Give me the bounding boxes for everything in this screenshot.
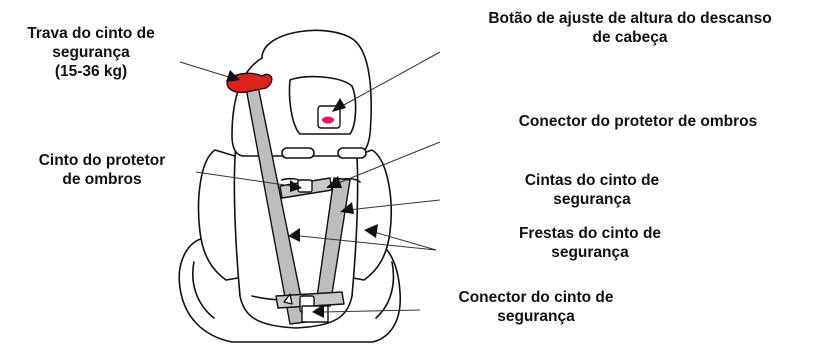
label-line: (15-36 kg) [54,63,128,80]
leader-frestas-2 [299,235,437,251]
arrow-conector-cinto [312,304,324,318]
leader-cintas [347,199,441,211]
arrow-botao [332,98,346,112]
belt-buckle-lower [301,305,329,323]
label-line: Cintas do cinto de [524,172,660,189]
label-headrest-height-button: Botão de ajuste de altura do descanso de… [440,9,820,47]
label-line: segurança [52,44,130,61]
label-line: de cabeça [592,29,668,46]
belt-lock [226,72,273,94]
label-line: de ombros [62,171,142,188]
arrow-cintas [340,202,354,214]
label-line: Conector do cinto de [458,289,614,306]
label-line: segurança [497,308,575,325]
leader-trava [179,61,233,79]
arrow-cinto-protetor [290,180,302,192]
leader-cinto-protetor [195,171,293,187]
headrest-adjust-button [317,105,341,129]
label-line: Botão de ajuste de altura do descanso [488,10,772,27]
leader-frestas-1 [373,231,437,251]
leader-conector-ombros [335,141,441,185]
seat-base-inner [192,261,215,319]
label-line: Conector do protetor de ombros [518,113,758,130]
shoulder-slot-left [281,147,315,159]
label-belt-straps: Cintas do cinto de segurança [462,171,722,209]
harness-strap-right [315,177,351,307]
label-line: Trava do cinto de [27,25,155,42]
label-belt-slots: Frestas do cinto de segurança [462,224,718,262]
label-line: Cinto do protetor [38,152,166,169]
label-belt-connector: Conector do cinto de segurança [422,288,650,326]
arrow-frestas-2 [288,228,300,242]
label-shoulder-protector-belt: Cinto do protetor de ombros [6,151,198,189]
adjust-button [322,116,334,124]
label-line: Frestas do cinto de [518,225,662,242]
label-shoulder-protector-connector: Conector do protetor de ombros [458,112,818,131]
label-line: segurança [551,244,629,261]
label-seat-belt-lock: Trava do cinto de segurança (15-36 kg) [2,24,180,81]
arrow-frestas-1 [364,224,378,238]
label-line: segurança [553,191,631,208]
leader-botao [341,51,441,107]
shoulder-connector [297,179,313,193]
arrow-trava [226,70,240,82]
leader-conector-cinto [321,309,421,313]
shoulder-slot-right [337,147,367,159]
arrow-conector-ombros [326,176,342,188]
